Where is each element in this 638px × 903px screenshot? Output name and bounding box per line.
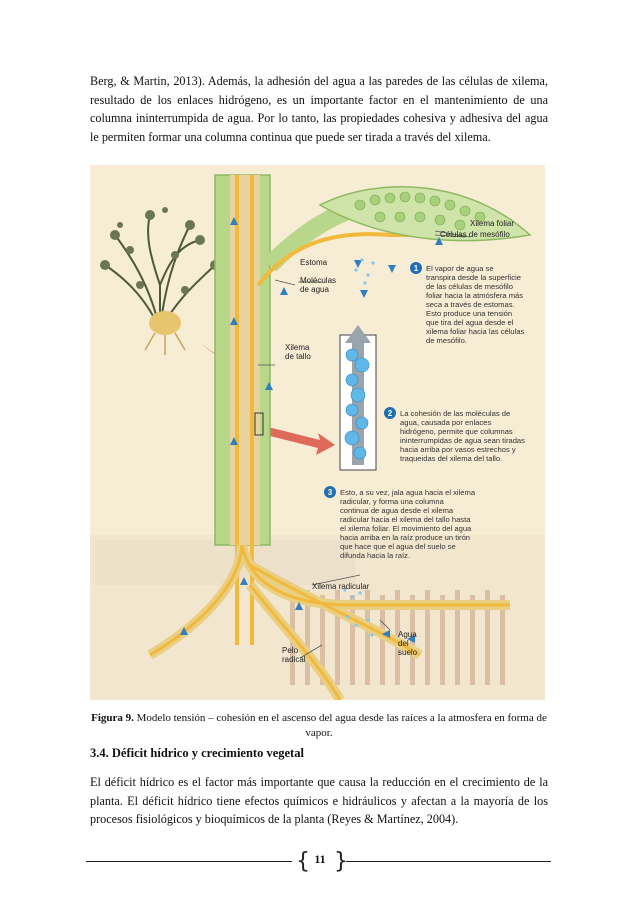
step-1-number: 1 [414, 264, 419, 273]
label-moleculas-1: Moléculas [300, 276, 336, 285]
step-1-line: que tira del agua desde el [426, 318, 514, 327]
page-number: 11 [314, 852, 326, 866]
step-1-line: Esto produce una tensión [426, 309, 512, 318]
label-moleculas-2: de agua [300, 285, 329, 294]
plant-roots [147, 543, 510, 703]
step-2-line: ininterrumpidas de agua sean tiradas [400, 436, 525, 445]
step-2-line: hidrógeno, permite que columnas [400, 427, 513, 436]
pink-arrow-2 [266, 427, 335, 455]
step-3-line: que hace que el agua del suelo se [340, 542, 456, 551]
step-2-line: La cohesión de las moléculas de [400, 409, 510, 418]
step-1-line: El vapor de agua se [426, 264, 494, 273]
step-3-line: radicular, y forma una columna [340, 497, 445, 506]
caption-text: Modelo tensión – cohesión en el ascenso … [133, 712, 547, 739]
label-xilema-foliar: Xilema foliar [470, 219, 514, 228]
soil-water-dots [343, 258, 375, 637]
step-2-line: agua, causada por enlaces [400, 418, 491, 427]
section-heading: 3.4. Déficit hídrico y crecimiento veget… [90, 746, 304, 760]
step-1-line: de mesófilo. [426, 336, 467, 345]
step-3-line: Esto, a su vez, jala agua hacia el xilem… [340, 488, 476, 497]
footer-rule-left [86, 861, 292, 863]
step-3-number: 3 [328, 488, 333, 497]
label-xilema-tallo-2: de tallo [285, 352, 311, 361]
step-1-line: transpira desde la superficie [426, 273, 521, 282]
leaf-cross-section [318, 186, 532, 242]
footer-rule-right [346, 861, 551, 863]
step-1-line: seca a través de estomas. [426, 300, 515, 309]
step-2-line: hacia arriba por vasos estrechos y [400, 445, 516, 454]
plant-thumbnail [100, 207, 220, 355]
step-1-line: de las células de mesófilo [426, 282, 513, 291]
step-2: 2 La cohesión de las moléculas de agua, … [384, 407, 525, 463]
step-1-line: xilema foliar hacia las células [426, 327, 525, 336]
label-agua-suelo-2: del [398, 639, 409, 648]
label-pelo-radical-2: radical [282, 655, 306, 664]
footer-brace-left: { [296, 849, 310, 874]
label-xilema-radicular: Xilema radicular [312, 582, 370, 591]
label-agua-suelo-1: Agua [398, 630, 417, 639]
step-1-line: foliar hacia la atmósfera más [426, 291, 523, 300]
callout-lines [258, 230, 471, 659]
step-3: 3 Esto, a su vez, jala agua hacia el xil… [324, 486, 476, 560]
caption-label: Figura 9. [91, 712, 134, 724]
step-3-line: difunda hacia la raíz. [340, 551, 410, 560]
label-celulas-mesofilo: Células de mesófilo [440, 230, 510, 239]
label-xilema-tallo-1: Xilema [285, 343, 310, 352]
label-pelo-radical-1: Pelo [282, 646, 299, 655]
page-footer: { 11 } [0, 849, 638, 874]
label-agua-suelo-3: suelo [398, 648, 418, 657]
body-paragraph-bottom: El déficit hídrico es el factor más impo… [90, 775, 548, 827]
footer-brace-right: } [334, 849, 348, 874]
water-flow-arrows [180, 217, 443, 643]
label-estoma: Estoma [300, 258, 328, 267]
figure-illustration: Xilema foliar Células de mesófilo Estoma… [90, 174, 545, 703]
step-3-line: radicular hacia el xilema del tallo hast… [340, 515, 471, 524]
step-2-number: 2 [388, 409, 393, 418]
step-3-badge [324, 486, 336, 498]
step-2-badge [384, 407, 396, 419]
step-1: 1 El vapor de agua se transpira desde la… [410, 262, 525, 345]
step-3-line: el xilema foliar. El movimiento del agua [340, 524, 472, 533]
step-3-line: hacia arriba en la raíz produce un tirón [340, 533, 470, 542]
figure-tension-cohesion: Xilema foliar Células de mesófilo Estoma… [90, 165, 545, 703]
figure-caption: Figura 9. Modelo tensión – cohesión en e… [90, 711, 548, 741]
body-paragraph-top: Berg, & Martin, 2013). Además, la adhesi… [90, 74, 548, 144]
step-3-line: continua de agua desde el xilema [340, 506, 454, 515]
water-column-inset [339, 325, 377, 471]
step-2-line: traqueidas del xilema del tallo. [400, 454, 502, 463]
step-1-badge [410, 262, 422, 274]
